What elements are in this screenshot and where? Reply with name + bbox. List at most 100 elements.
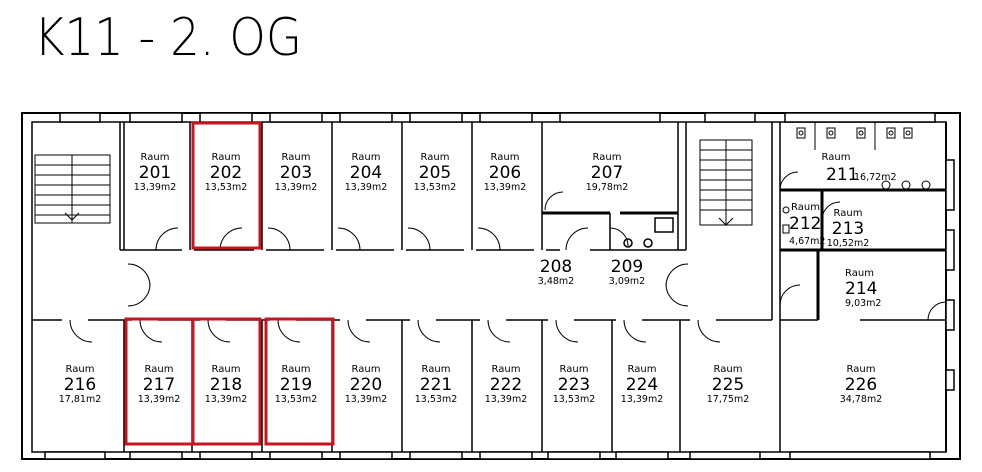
room-number: 207 [591, 163, 623, 183]
room-label: Raum [491, 152, 520, 163]
room-label: Raum [492, 364, 521, 375]
room-area: 13,39m2 [134, 182, 177, 193]
room-area: 13,39m2 [138, 394, 181, 405]
door-swings [69, 171, 947, 343]
room-number: 202 [210, 163, 242, 183]
room-number: 212 [789, 214, 821, 234]
sanitary-fixtures [782, 122, 931, 234]
room-labels: Raum20113,39m2Raum20213,53m2Raum20313,39… [59, 152, 897, 405]
room-area: 13,39m2 [205, 394, 248, 405]
room-area: 13,53m2 [275, 394, 318, 405]
room-label: Raum [352, 152, 381, 163]
room-label: Raum [847, 364, 876, 375]
room-label: Raum [560, 364, 589, 375]
room-label: Raum [141, 152, 170, 163]
room-area: 17,75m2 [707, 394, 750, 405]
room-number: 209 [611, 257, 643, 277]
highlight-room-218 [191, 317, 262, 446]
room-area: 17,81m2 [59, 394, 102, 405]
room-area: 13,39m2 [621, 394, 664, 405]
room-area: 19,78m2 [586, 182, 629, 193]
room-number: 222 [490, 375, 522, 395]
room-area: 13,53m2 [553, 394, 596, 405]
room-area: 3,48m2 [538, 276, 574, 287]
floor-title: K11 - 2. OG [34, 8, 302, 68]
highlight-room-202 [191, 121, 262, 250]
room-number: 203 [280, 163, 312, 183]
room-area: 13,39m2 [275, 182, 318, 193]
room-label: Raum [212, 152, 241, 163]
room-number: 217 [143, 375, 175, 395]
highlight-room-219 [264, 317, 335, 446]
room-area: 34,78m2 [840, 394, 883, 405]
room-area: 13,53m2 [414, 182, 457, 193]
room-area: 3,09m2 [609, 276, 645, 287]
room-number: 208 [540, 257, 572, 277]
room-label: Raum [822, 152, 851, 163]
room-area: 10,52m2 [827, 238, 870, 249]
stairwell-right [699, 139, 753, 226]
room-label: Raum [791, 202, 820, 213]
room-number: 213 [832, 219, 864, 239]
room-area: 13,39m2 [484, 182, 527, 193]
room-number: 216 [64, 375, 96, 395]
room-label: Raum [845, 268, 874, 279]
room-label: Raum [628, 364, 657, 375]
room-number: 201 [139, 163, 171, 183]
room-number: 226 [845, 375, 877, 395]
room-label: Raum [282, 152, 311, 163]
room-label: Raum [212, 364, 241, 375]
room-label: Raum [352, 364, 381, 375]
room-label: Raum [421, 152, 450, 163]
room-number: 220 [350, 375, 382, 395]
room-number: 214 [845, 279, 877, 299]
room-area: 13,39m2 [485, 394, 528, 405]
room-number: 224 [626, 375, 658, 395]
room-label: Raum [422, 364, 451, 375]
room-number: 204 [350, 163, 382, 183]
room-area: 13,39m2 [345, 182, 388, 193]
room-number: 223 [558, 375, 590, 395]
room-label: Raum [834, 208, 863, 219]
room-number: 221 [420, 375, 452, 395]
room-area: 13,53m2 [205, 182, 248, 193]
room-area: 4,67m2 [789, 236, 825, 247]
facade-windows [44, 112, 955, 460]
room-area: 16,72m2 [854, 172, 897, 183]
room-label: Raum [145, 364, 174, 375]
room-number: 225 [712, 375, 744, 395]
room-area: 13,53m2 [415, 394, 458, 405]
room-label: Raum [66, 364, 95, 375]
highlighted-rooms [124, 121, 335, 446]
room-area: 13,39m2 [345, 394, 388, 405]
room-area: 9,03m2 [845, 298, 881, 309]
room-number: 206 [489, 163, 521, 183]
room-number: 219 [280, 375, 312, 395]
room-number: 218 [210, 375, 242, 395]
stairwell-left [34, 154, 111, 224]
room-label: Raum [714, 364, 743, 375]
